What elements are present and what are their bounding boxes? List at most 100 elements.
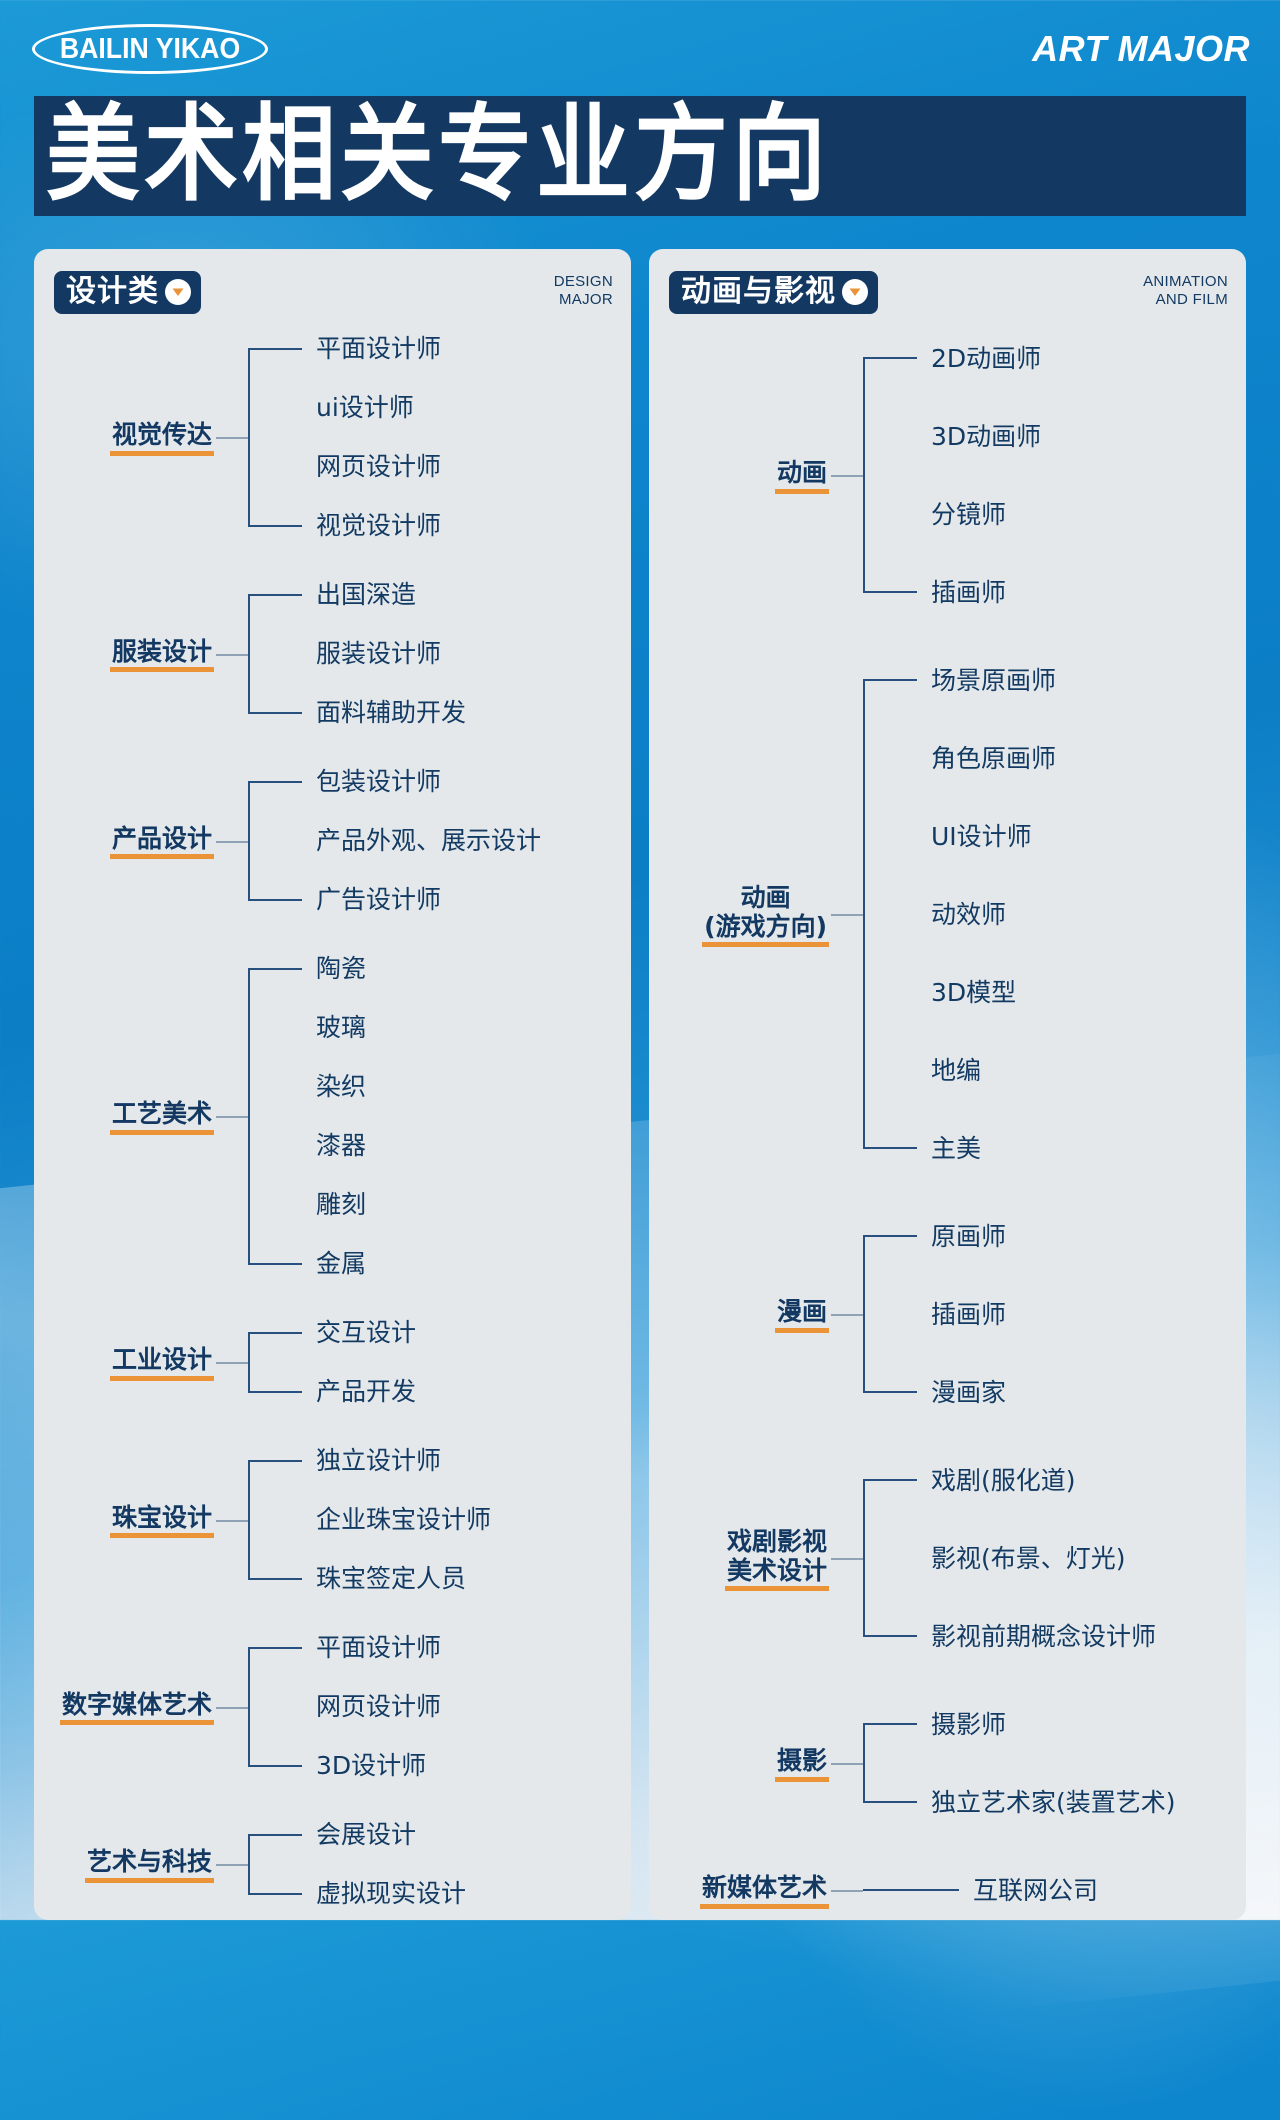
major-child-label: 染织	[316, 1072, 367, 1101]
major-child-item[interactable]: 独立设计师	[248, 1431, 619, 1490]
major-child-label: 场景原画师	[931, 665, 1057, 695]
major-group-label[interactable]: 动画	[774, 459, 830, 494]
major-child-item[interactable]: 服装设计师	[248, 624, 619, 683]
major-group-label[interactable]: 工业设计	[109, 1346, 215, 1381]
major-child-item[interactable]: 珠宝签定人员	[248, 1549, 619, 1608]
major-group-label-cell: 新媒体艺术	[649, 1851, 830, 1920]
major-child-label: 虚拟现实设计	[316, 1879, 467, 1908]
major-child-item[interactable]: 包装设计师	[248, 752, 619, 811]
major-group-label[interactable]: 工艺美术	[109, 1100, 215, 1135]
major-child-label: 插画师	[931, 577, 1007, 607]
tree-connector-spine	[248, 594, 250, 713]
major-child-label: 玻璃	[316, 1013, 367, 1042]
major-child-label: 金属	[316, 1249, 367, 1278]
major-child-item[interactable]: 影视前期概念设计师	[863, 1597, 1234, 1675]
major-child-item[interactable]: 摄影师	[863, 1685, 1234, 1763]
card-category-badge[interactable]: 动画与影视	[669, 271, 878, 314]
major-child-item[interactable]: 地编	[863, 1031, 1234, 1109]
major-child-label: 雕刻	[316, 1190, 367, 1219]
major-child-label: 摄影师	[931, 1709, 1007, 1739]
major-group-label-cell: 工业设计	[34, 1303, 215, 1421]
major-child-label: 互联网公司	[973, 1875, 1099, 1905]
tree-connector-branch	[248, 898, 302, 901]
major-group-label[interactable]: 珠宝设计	[109, 1503, 215, 1538]
major-child-item[interactable]: 戏剧(服化道)	[863, 1441, 1234, 1519]
major-child-item[interactable]: 主美	[863, 1109, 1234, 1187]
major-group: 艺术与科技 会展设计虚拟现实设计	[34, 1805, 619, 1920]
major-group: 工业设计交互设计产品开发	[34, 1303, 619, 1421]
major-child-item[interactable]: 产品开发	[248, 1362, 619, 1421]
major-child-item[interactable]: 2D动画师	[863, 319, 1234, 397]
major-child-item[interactable]: 网页设计师	[248, 1677, 619, 1736]
major-group: 工艺美术 陶瓷玻璃染织漆器雕刻金属	[34, 939, 619, 1293]
major-child-item[interactable]: 出国深造	[248, 565, 619, 624]
major-group-label[interactable]: 摄影	[774, 1747, 830, 1782]
major-child-item[interactable]: ui设计师	[248, 378, 619, 437]
major-group-label-cell: 戏剧影视美术设计	[649, 1441, 830, 1675]
major-child-item[interactable]: 场景原画师	[863, 641, 1234, 719]
major-group-label-cell: 艺术与科技	[34, 1805, 215, 1920]
tree-connector-stem	[212, 939, 248, 1293]
major-group-label[interactable]: 戏剧影视美术设计	[724, 1527, 830, 1591]
tree-connector-branch	[863, 1889, 959, 1891]
major-group-label[interactable]: 新媒体艺术	[699, 1874, 830, 1909]
major-group-label[interactable]: 动画(游戏方向)	[702, 883, 829, 947]
major-child-label: 会展设计	[316, 1820, 417, 1849]
major-child-item[interactable]: 互联网公司	[863, 1851, 1234, 1920]
major-child-item[interactable]: 漆器	[248, 1116, 619, 1175]
major-child-item[interactable]: 动效师	[863, 875, 1234, 953]
major-group-label-cell: 数字媒体艺术	[34, 1618, 215, 1795]
major-group-label[interactable]: 艺术与科技	[84, 1848, 215, 1883]
major-child-item[interactable]: 角色原画师	[863, 719, 1234, 797]
major-group-label-cell: 产品设计	[34, 752, 215, 929]
major-child-item[interactable]: 分镜师	[863, 475, 1234, 553]
major-child-item[interactable]: 平面设计师	[248, 1618, 619, 1677]
major-group-children: 交互设计产品开发	[248, 1303, 619, 1421]
major-group-label[interactable]: 服装设计	[109, 637, 215, 672]
tree-connector-spine	[863, 1480, 865, 1636]
major-child-item[interactable]: 原画师	[863, 1197, 1234, 1275]
major-child-item[interactable]: UI设计师	[863, 797, 1234, 875]
major-child-item[interactable]: 面料辅助开发	[248, 683, 619, 742]
major-child-item[interactable]: 产品外观、展示设计	[248, 811, 619, 870]
major-child-item[interactable]: 影视(布景、灯光)	[863, 1519, 1234, 1597]
major-child-item[interactable]: 企业珠宝设计师	[248, 1490, 619, 1549]
major-child-item[interactable]: 平面设计师	[248, 319, 619, 378]
major-child-item[interactable]: 广告设计师	[248, 870, 619, 929]
major-group-label[interactable]: 产品设计	[109, 824, 215, 859]
card-category-badge[interactable]: 设计类	[54, 271, 201, 314]
major-group-children: 包装设计师产品外观、展示设计广告设计师	[248, 752, 619, 929]
major-child-label: 主美	[931, 1133, 982, 1163]
major-child-item[interactable]: 插画师	[863, 1275, 1234, 1353]
tree-connector-branch	[248, 1459, 302, 1462]
major-child-item[interactable]: 金属	[248, 1234, 619, 1293]
tree-connector-branch	[248, 1892, 302, 1895]
major-child-label: UI设计师	[931, 821, 1032, 851]
major-child-item[interactable]: 3D动画师	[863, 397, 1234, 475]
tree-connector-stem	[212, 1431, 248, 1608]
major-child-label: 漆器	[316, 1131, 367, 1160]
major-group-label-cell: 动画	[649, 319, 830, 631]
major-group-label[interactable]: 漫画	[774, 1298, 830, 1333]
major-child-item[interactable]: 漫画家	[863, 1353, 1234, 1431]
major-child-item[interactable]: 网页设计师	[248, 437, 619, 496]
major-child-item[interactable]: 独立艺术家(装置艺术)	[863, 1763, 1234, 1841]
major-child-item[interactable]: 会展设计	[248, 1805, 619, 1864]
major-child-item[interactable]: 雕刻	[248, 1175, 619, 1234]
tree-connector-branch	[248, 1390, 302, 1393]
major-group-label[interactable]: 数字媒体艺术	[59, 1690, 215, 1725]
major-group-label[interactable]: 视觉传达	[109, 421, 215, 456]
major-child-item[interactable]: 交互设计	[248, 1303, 619, 1362]
tree-connector-spine	[248, 1332, 250, 1392]
major-child-item[interactable]: 玻璃	[248, 998, 619, 1057]
major-child-item[interactable]: 视觉设计师	[248, 496, 619, 555]
major-child-item[interactable]: 染织	[248, 1057, 619, 1116]
tree-connector-branch	[863, 1147, 917, 1149]
major-child-item[interactable]: 插画师	[863, 553, 1234, 631]
major-child-item[interactable]: 陶瓷	[248, 939, 619, 998]
major-child-item[interactable]: 3D设计师	[248, 1736, 619, 1795]
major-child-item[interactable]: 虚拟现实设计	[248, 1864, 619, 1920]
major-child-item[interactable]: 3D模型	[863, 953, 1234, 1031]
